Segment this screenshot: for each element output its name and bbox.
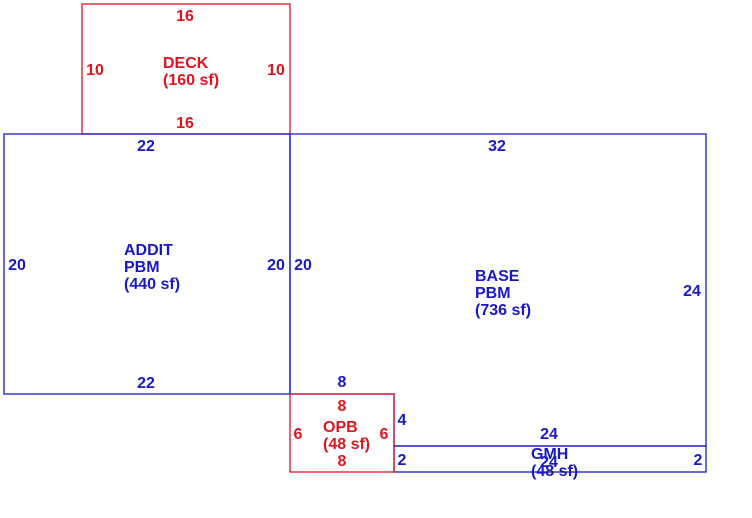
deck-dim-top: 16 bbox=[176, 8, 194, 25]
addit-dim-left: 20 bbox=[8, 257, 26, 274]
gmh-dim-top: 24 bbox=[540, 426, 558, 443]
base-size: (736 sf) bbox=[475, 302, 531, 319]
addit-dim-bottom: 22 bbox=[137, 375, 155, 392]
base-notch-dim-side: 4 bbox=[398, 412, 407, 429]
gmh-label: GMH bbox=[531, 446, 568, 463]
gmh-size: (48 sf) bbox=[531, 463, 578, 480]
deck-dim-left: 10 bbox=[86, 62, 104, 79]
base-dim-left: 20 bbox=[294, 257, 312, 274]
deck-dim-right: 10 bbox=[267, 62, 285, 79]
gmh-dim-right: 2 bbox=[694, 452, 703, 469]
opb-size: (48 sf) bbox=[323, 436, 370, 453]
base-label-line2: PBM bbox=[475, 285, 511, 302]
opb-dim-left: 6 bbox=[294, 426, 303, 443]
base-pbm-area: 32 20 24 BASE PBM (736 sf) 8 4 bbox=[289, 133, 707, 447]
opb-dim-top: 8 bbox=[338, 398, 347, 415]
deck-size: (160 sf) bbox=[163, 72, 219, 89]
base-dim-top: 32 bbox=[488, 138, 506, 155]
addit-label-line1: ADDIT bbox=[124, 242, 173, 259]
deck-dim-bottom: 16 bbox=[176, 115, 194, 132]
gmh-dim-bottom: 24 bbox=[540, 454, 558, 471]
base-notch-dim-top: 8 bbox=[338, 374, 347, 391]
opb-dim-bottom: 8 bbox=[338, 453, 347, 470]
base-dim-right: 24 bbox=[683, 283, 701, 300]
addit-size: (440 sf) bbox=[124, 276, 180, 293]
deck-label: DECK bbox=[163, 55, 209, 72]
addit-dim-right: 20 bbox=[267, 257, 285, 274]
addit-dim-top: 22 bbox=[137, 138, 155, 155]
opb-label: OPB bbox=[323, 419, 358, 436]
deck-area: 16 10 10 16 DECK (160 sf) bbox=[81, 3, 291, 135]
base-label-line1: BASE bbox=[475, 268, 520, 285]
addit-label-line2: PBM bbox=[124, 259, 160, 276]
gmh-area: 24 2 2 24 GMH (48 sf) bbox=[393, 426, 707, 480]
addit-pbm-area: 22 20 20 22 ADDIT PBM (440 sf) bbox=[3, 133, 291, 395]
gmh-dim-left: 2 bbox=[398, 452, 407, 469]
opb-area: 8 6 6 8 OPB (48 sf) bbox=[289, 393, 395, 473]
opb-outline bbox=[289, 393, 395, 473]
opb-dim-right: 6 bbox=[380, 426, 389, 443]
